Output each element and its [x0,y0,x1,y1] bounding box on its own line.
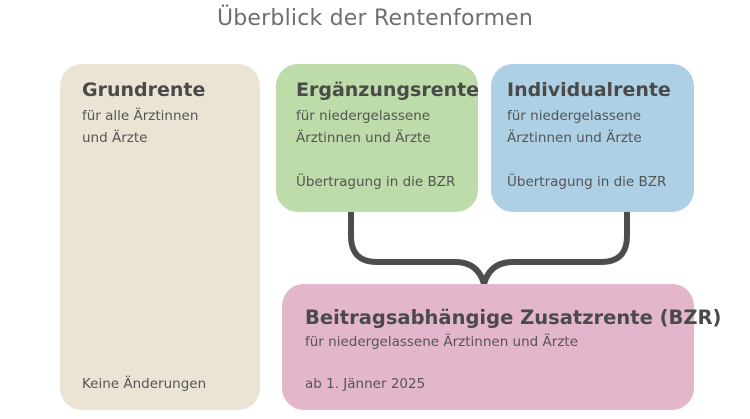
ergaenzungsrente-line2: Ärztinnen und Ärzte [296,130,431,146]
individualrente-note: Übertragung in die BZR [507,174,667,190]
individualrente-line2: Ärztinnen und Ärzte [507,130,642,146]
bzr-box: Beitragsabhängige Zusatzrente (BZR) für … [282,284,721,410]
grundrente-footer: Keine Änderungen [82,376,207,392]
grundrente-line1: für alle Ärztinnen [82,108,199,124]
individualrente-box: Individualrente für niedergelassene Ärzt… [491,64,694,212]
bzr-heading: Beitragsabhängige Zusatzrente (BZR) [305,306,722,329]
ergaenzungsrente-note: Übertragung in die BZR [296,174,456,190]
grundrente-heading: Grundrente [82,79,206,101]
individualrente-heading: Individualrente [507,79,671,101]
grundrente-line2: und Ärzte [82,130,148,146]
diagram-title: Überblick der Rentenformen [216,6,534,31]
bzr-line1: für niedergelassene Ärztinnen und Ärzte [305,334,578,350]
individualrente-line1: für niedergelassene [507,108,642,124]
bzr-footer: ab 1. Jänner 2025 [305,376,426,392]
ergaenzungsrente-box: Ergänzungsrente für niedergelassene Ärzt… [276,64,480,212]
merge-connector-path [348,209,630,287]
grundrente-box: Grundrente für alle Ärztinnen und Ärzte … [60,64,260,410]
ergaenzungsrente-heading: Ergänzungsrente [296,79,480,101]
ergaenzungsrente-line1: für niedergelassene [296,108,431,124]
